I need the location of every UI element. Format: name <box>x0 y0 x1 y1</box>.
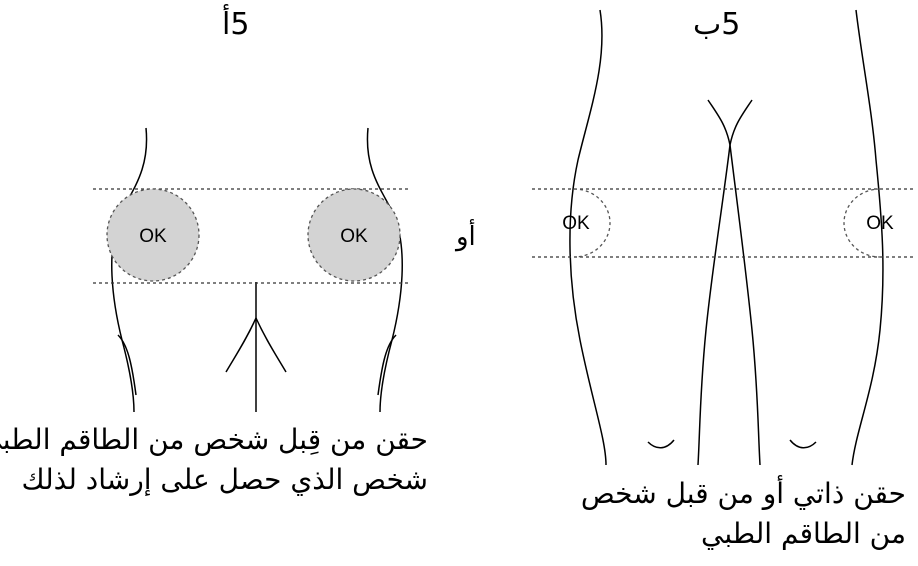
panel-a-cleft-left-curve <box>225 317 257 373</box>
panel-b-left-zone <box>573 188 611 258</box>
panel-a-right-outline <box>366 127 403 413</box>
panel-b-left-inner-outline <box>697 144 731 466</box>
panel-b-crotch-left <box>707 99 731 146</box>
panel-a-right-fold <box>377 334 397 396</box>
panel-b-zones: OK OK <box>562 188 894 258</box>
panel-b-guide-lines <box>532 188 915 258</box>
panel-a-left-fold <box>117 334 137 396</box>
panel-a-left-outline <box>111 127 148 413</box>
or-label: أو <box>456 222 476 252</box>
panel-a-label: 5أ <box>222 7 250 42</box>
panel-b-left-outer-outline <box>569 9 607 466</box>
panel-a-left-zone <box>106 188 200 282</box>
panel-b-figure <box>569 9 884 466</box>
panel-b-left-zone-label: OK <box>562 213 590 234</box>
panel-a-right-zone <box>307 188 401 282</box>
panel-b-caption-line1: حقن ذاتي أو من قبل شخص <box>580 477 906 510</box>
panel-a-left-zone-label: OK <box>139 226 167 247</box>
panel-b-right-zone-label: OK <box>866 213 894 234</box>
panel-b-left-knee <box>647 439 675 449</box>
panel-b-crotch-right <box>729 99 753 146</box>
panel-b-right-inner-outline <box>729 144 761 466</box>
panel-a-zones: OK OK <box>106 188 401 282</box>
panel-a-cleft-right-curve <box>255 317 287 373</box>
panel-a-caption: حقن من قِبل شخص من الطاقم الطبي أو شخص ا… <box>0 420 428 500</box>
panel-a-caption-line1: حقن من قِبل شخص من الطاقم الطبي أو <box>0 423 428 456</box>
panel-b-right-zone <box>843 188 881 258</box>
panel-b-right-knee <box>789 439 817 449</box>
panel-b-caption: حقن ذاتي أو من قبل شخص من الطاقم الطبي <box>581 474 906 554</box>
panel-a-caption-line2: شخص الذي حصل على إرشاد لذلك <box>21 463 429 496</box>
panel-b-caption-line2: من الطاقم الطبي <box>700 517 906 550</box>
panel-a-guide-lines <box>93 188 410 284</box>
panel-a-right-zone-label: OK <box>340 226 368 247</box>
panel-b-label: 5ب <box>693 7 741 42</box>
panel-a-figure <box>111 127 403 413</box>
panel-b-right-outer-outline <box>851 9 884 466</box>
